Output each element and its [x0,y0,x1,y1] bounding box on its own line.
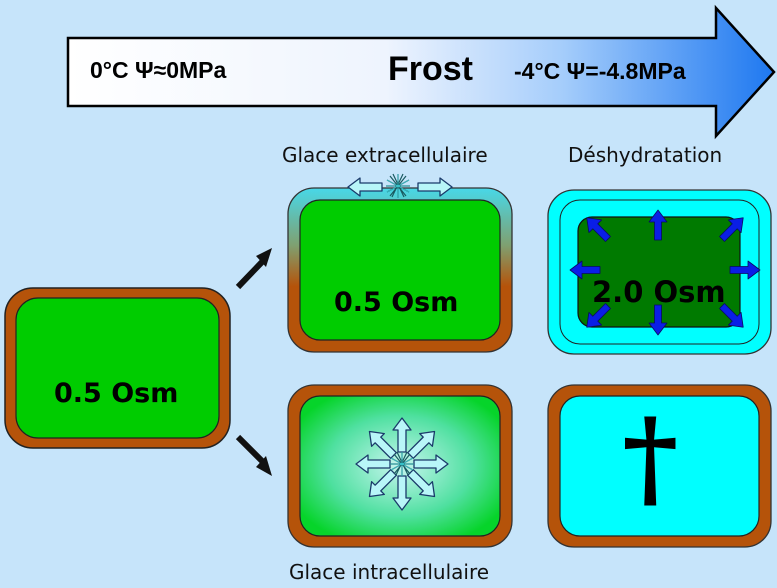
start-condition-label: 0°C Ψ≈0MPa [90,57,227,83]
intracellular-ice-caption: Glace intracellulaire [289,560,490,584]
end-condition-label: -4°C Ψ=-4.8MPa [514,58,686,84]
initial-cell [4,287,231,449]
dehydrated-cell [547,189,772,355]
dehydration-caption: Déshydratation [568,143,723,167]
death-cross-icon: † [622,395,679,521]
frost-label: Frost [388,50,473,88]
transition-arrow-up [235,248,272,290]
initial-osmolality: 0.5 Osm [54,378,179,409]
intracellular-ice-cell [287,384,513,548]
extracellular-osmolality: 0.5 Osm [334,287,459,318]
dead-cell [547,384,772,548]
extracellular-ice-cell [287,173,513,353]
dehydrated-osmolality: 2.0 Osm [592,275,726,309]
extracellular-ice-caption: Glace extracellulaire [282,143,488,167]
frost-arrow [66,4,776,140]
transition-arrow-down [235,434,272,476]
